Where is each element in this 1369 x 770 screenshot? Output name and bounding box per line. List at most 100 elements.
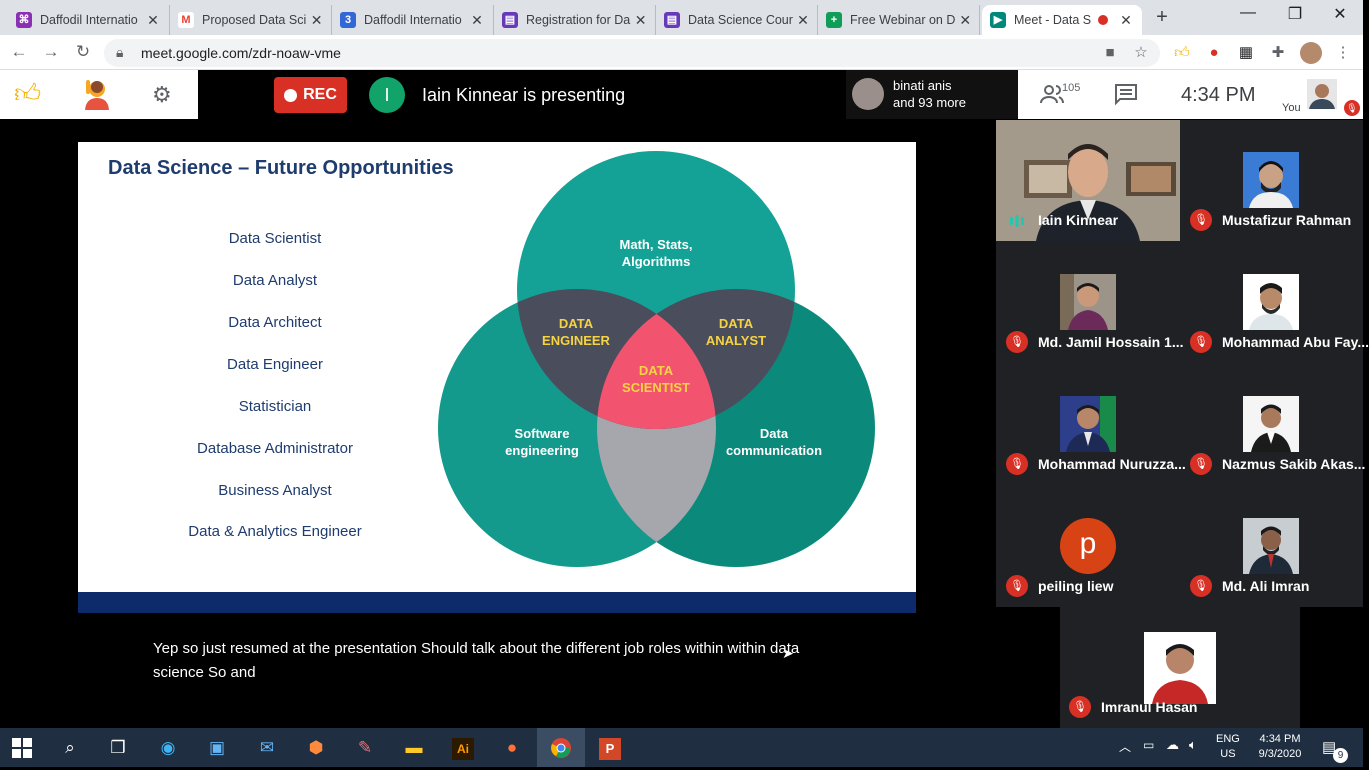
windows-start-icon[interactable] (5, 732, 39, 764)
forward-button[interactable]: → (42, 42, 60, 61)
camera-icon[interactable]: ■ (1105, 44, 1115, 61)
browser-tab[interactable]: + Free Webinar on D ✕ (818, 5, 980, 35)
raise-hand-icon[interactable] (82, 78, 112, 110)
close-icon[interactable]: ✕ (310, 11, 323, 28)
participant-name: Mohammad Abu Fay... (1222, 334, 1369, 350)
participant-tile-video[interactable] (996, 120, 1180, 241)
tab-title: Daffodil Internatio (40, 13, 138, 27)
windows-taskbar (0, 728, 1363, 767)
role-item: Data Engineer (227, 356, 323, 373)
browser-tab-active[interactable]: ▶ Meet - Data S ✕ (982, 5, 1142, 35)
extension-thumb-icon[interactable]: 👍︎ (1174, 44, 1190, 61)
record-dot-icon (284, 88, 298, 102)
store-icon[interactable]: ▣ (208, 738, 226, 757)
tab-title: Registration for Da (526, 13, 631, 27)
participant-avatar (1144, 632, 1216, 704)
self-mic-muted-icon: 🎙︎ (1344, 100, 1360, 116)
search-icon[interactable]: ⌕ (65, 738, 75, 757)
extension-apple-icon[interactable]: ● (1209, 44, 1219, 61)
slide-title: Data Science – Future Opportunities (108, 157, 454, 179)
firefox-icon[interactable]: ● (506, 738, 518, 757)
file-explorer-icon[interactable]: ▬ (405, 738, 423, 757)
mouse-cursor-icon: ➤ (782, 645, 794, 661)
mic-off-icon: 🎙︎ (1190, 453, 1212, 475)
close-icon[interactable]: ✕ (471, 11, 483, 28)
venn-center (597, 289, 716, 429)
meeting-clock: 4:34 PM (1181, 84, 1256, 106)
close-icon[interactable]: ✕ (147, 11, 159, 28)
participant-grid-area (996, 241, 1363, 607)
thumbs-up-icon[interactable]: 👍︎ (14, 78, 42, 108)
people-count: 105 (1062, 82, 1081, 94)
close-icon[interactable]: ✕ (959, 11, 972, 28)
new-tab-button[interactable]: + (1156, 6, 1168, 28)
system-clock[interactable]: 4:34 PM 9/3/2020 (1255, 732, 1305, 762)
onedrive-icon[interactable]: ☁ (1166, 737, 1179, 752)
close-icon[interactable]: ✕ (634, 11, 647, 28)
browser-tab[interactable]: M Proposed Data Sci ✕ (170, 5, 332, 35)
sheets-icon: + (826, 12, 842, 28)
role-item: Data Architect (228, 314, 322, 331)
volume-icon[interactable]: 🔈︎ (1189, 737, 1197, 752)
participant-name: Mohammad Nuruzza... (1038, 456, 1186, 472)
role-item: Database Administrator (197, 440, 353, 457)
back-button[interactable]: ← (10, 42, 28, 61)
reload-button[interactable]: ↻ (75, 42, 91, 61)
tab-title: Free Webinar on D (850, 13, 956, 27)
network-icon[interactable]: ▭ (1143, 738, 1155, 752)
mic-off-icon: 🎙︎ (1069, 696, 1091, 718)
powerpoint-icon[interactable]: P (593, 732, 627, 764)
close-icon[interactable]: ✕ (797, 11, 809, 28)
chrome-icon[interactable] (544, 732, 578, 764)
tab-title: Data Science Cour (688, 13, 793, 27)
browser-tab[interactable]: ▤ Data Science Cour ✕ (656, 5, 818, 35)
notifications-icon[interactable]: ▤ (1322, 739, 1337, 756)
edge-icon[interactable]: ◉ (160, 738, 176, 757)
lang-code: ENG (1216, 733, 1240, 745)
mic-off-icon: 🎙︎ (1006, 331, 1028, 353)
participant-name: Md. Jamil Hossain 1... (1038, 334, 1184, 350)
browser-tab[interactable]: ▤ Registration for Da ✕ (494, 5, 656, 35)
role-item: Business Analyst (218, 482, 332, 499)
self-avatar[interactable] (1307, 79, 1337, 109)
task-view-icon[interactable]: ❒ (110, 738, 126, 757)
participant-name: Imranul Hasan (1101, 699, 1198, 715)
mail-icon[interactable]: ✉ (259, 738, 275, 757)
browser-tab[interactable]: ⌘ Daffodil Internatio ✕ (8, 5, 170, 35)
participant-avatar-initial: p (1060, 518, 1116, 574)
tab-title: Proposed Data Sci (202, 13, 307, 27)
close-window-button[interactable]: ✕ (1333, 6, 1347, 23)
tab-title: Meet - Data S (1014, 13, 1092, 27)
menu-dots-icon[interactable]: ⋮ (1335, 44, 1351, 61)
settings-gear-icon[interactable]: ⚙︎ (152, 82, 172, 107)
xampp-icon[interactable]: ⬢ (308, 738, 324, 757)
role-item: Statistician (238, 398, 312, 415)
mic-off-icon: 🎙︎ (1190, 209, 1212, 231)
illustrator-icon[interactable]: Ai (446, 732, 480, 764)
mic-off-icon: 🎙︎ (1190, 331, 1212, 353)
grid-extension-icon[interactable]: ▦ (1238, 44, 1254, 61)
secure-lock-icon[interactable]: 🔒︎ (116, 44, 124, 60)
chat-icon[interactable] (1114, 83, 1138, 106)
tray-overflow-icon[interactable]: ︿ (1119, 740, 1132, 754)
notification-count-badge: 9 (1333, 748, 1348, 763)
bookmark-star-icon[interactable]: ☆ (1134, 44, 1148, 61)
extensions-puzzle-icon[interactable]: ✚ (1271, 44, 1285, 61)
address-bar[interactable] (104, 39, 1160, 67)
minimize-button[interactable]: — (1240, 4, 1256, 21)
paint-icon[interactable]: ✎ (357, 738, 373, 757)
people-icon[interactable] (1040, 82, 1064, 106)
close-icon[interactable]: ✕ (1120, 11, 1132, 28)
clock-date: 9/3/2020 (1258, 748, 1302, 760)
restore-button[interactable]: ❐ (1287, 6, 1303, 23)
profile-avatar[interactable] (1300, 42, 1322, 64)
meet-controls-bar (1018, 70, 1363, 119)
you-label: You (1282, 102, 1301, 114)
rec-label: REC (303, 86, 337, 103)
input-language[interactable]: ENG US (1216, 732, 1240, 762)
browser-tab[interactable]: 3 Daffodil Internatio ✕ (332, 5, 494, 35)
slide-footer-band (78, 592, 916, 613)
